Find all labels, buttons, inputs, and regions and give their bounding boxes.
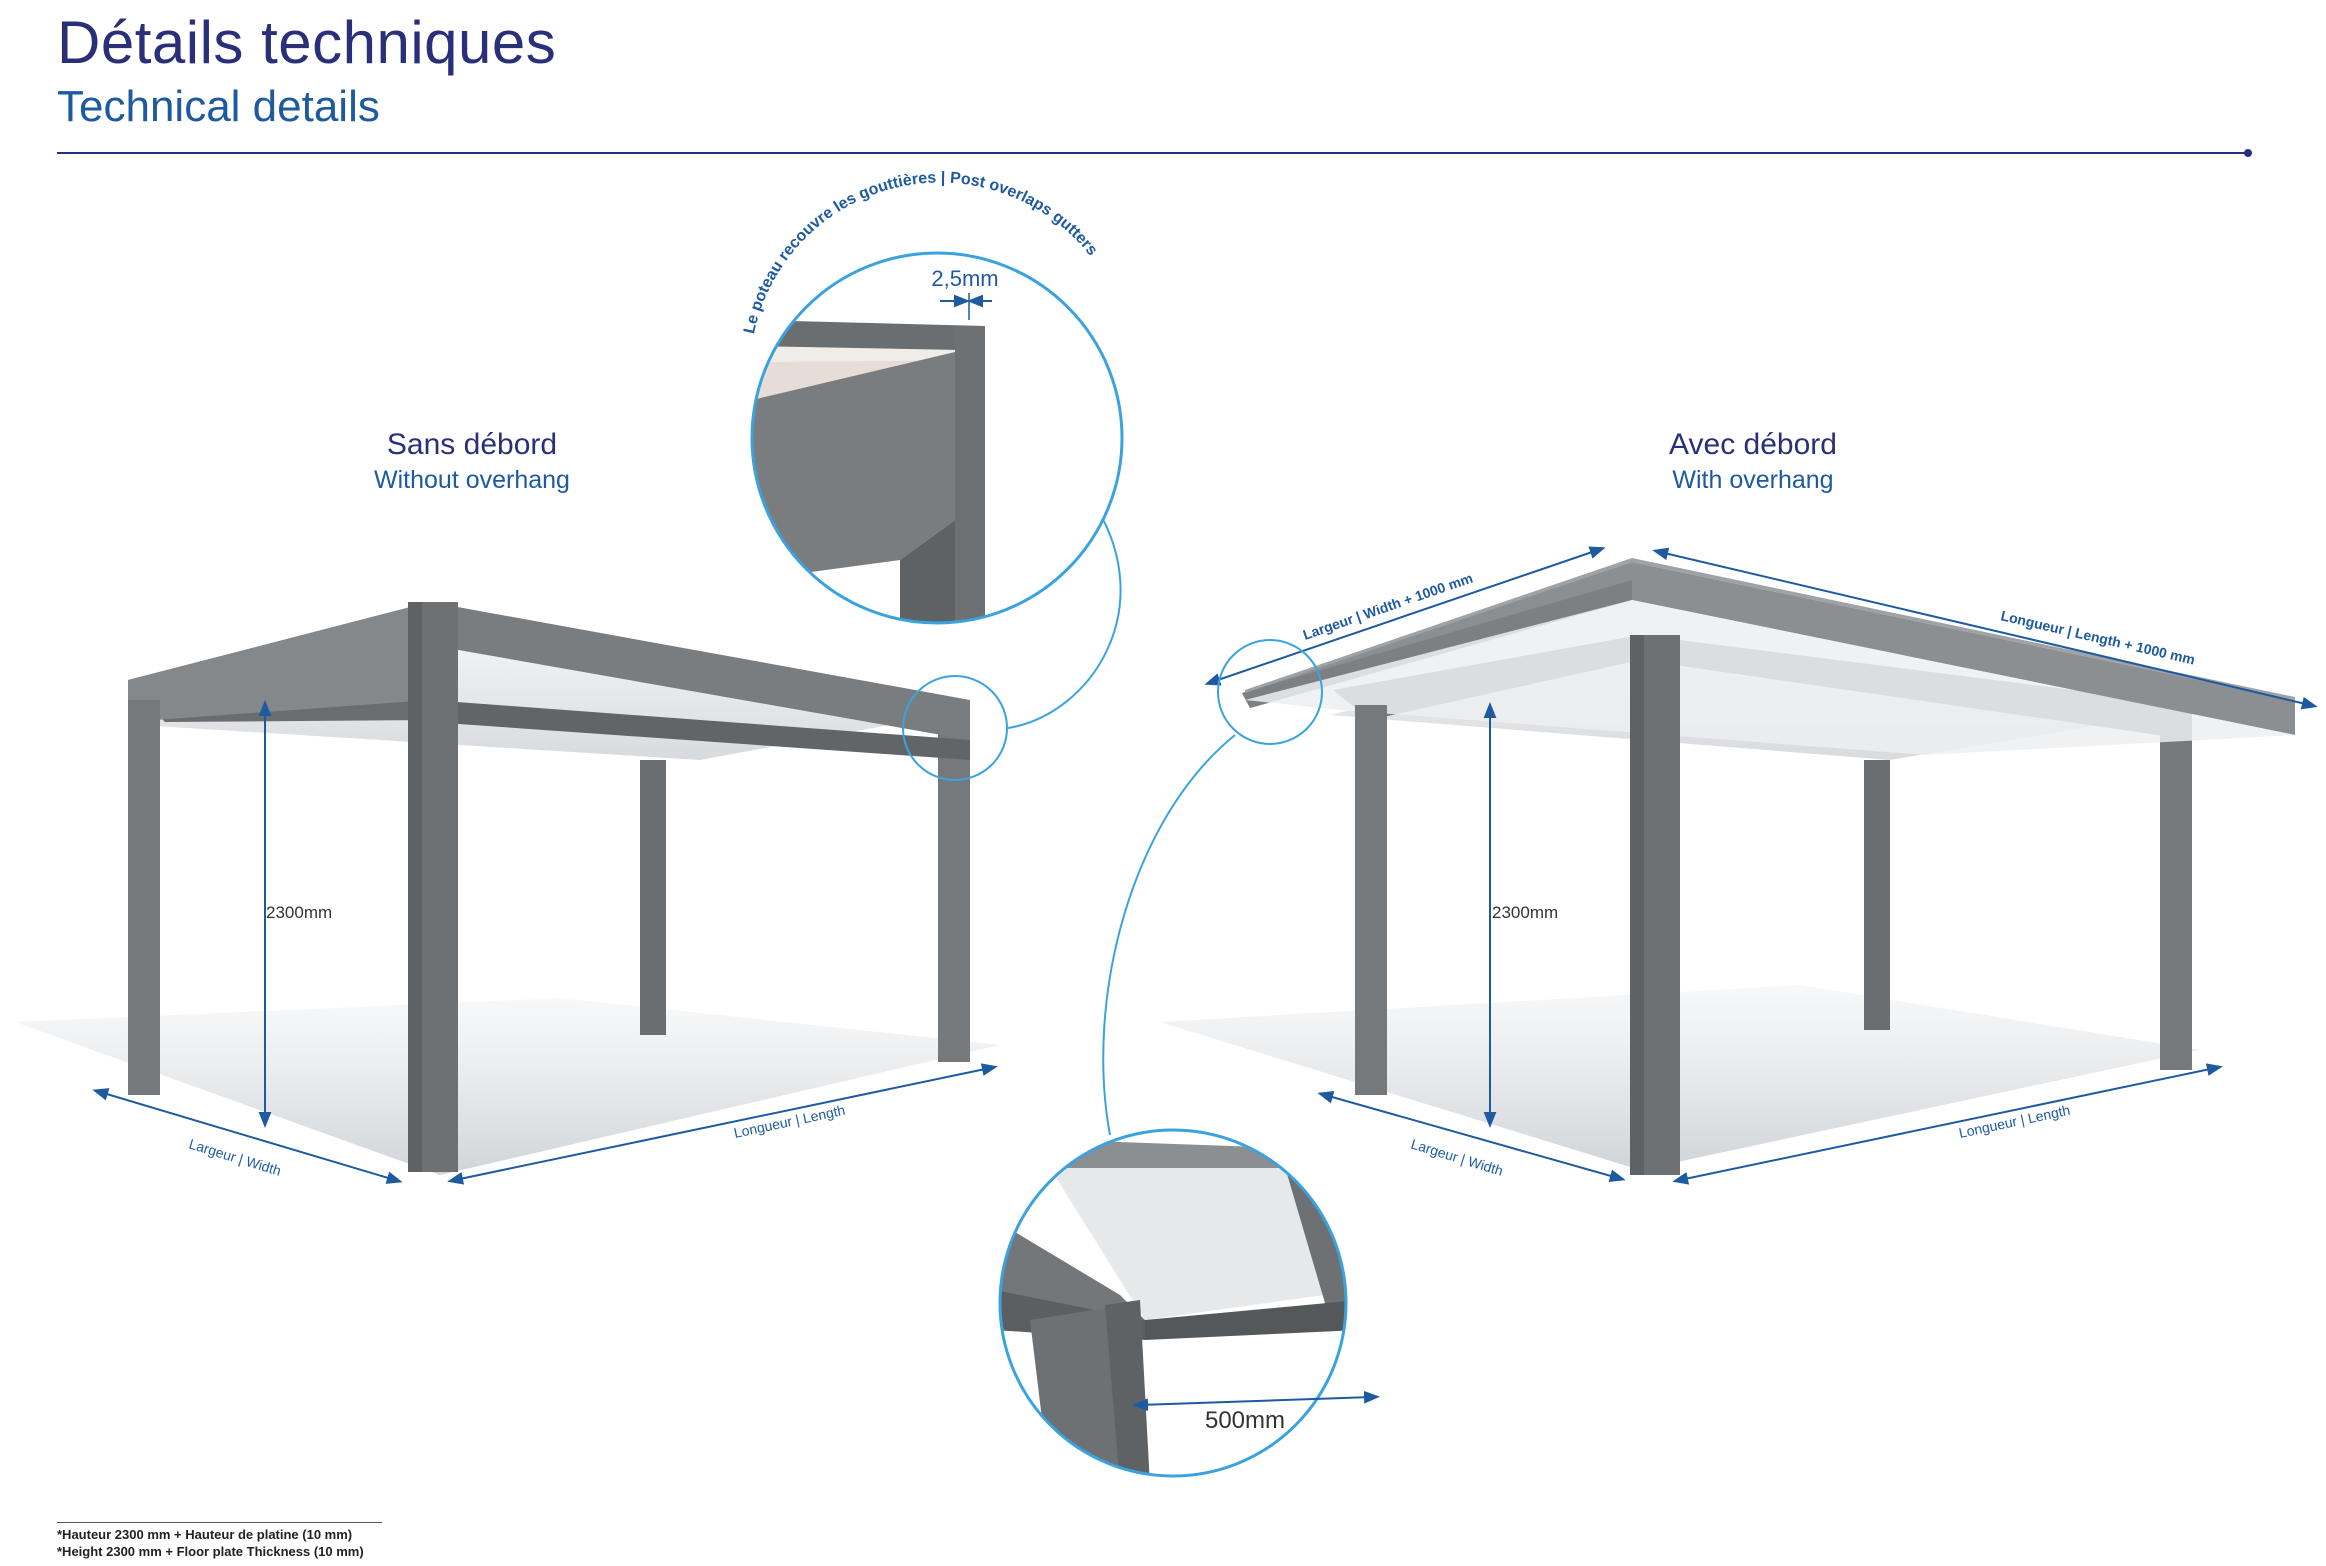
width-dimension-left [92, 1088, 403, 1184]
detail-connector-bottom [1102, 734, 1236, 1136]
detail-marker-circle-left [902, 675, 1008, 781]
caption-with-overhang: Avec débord With overhang [1553, 428, 1953, 495]
detail-circle-bottom [998, 1128, 1348, 1478]
pergola-without-overhang: 2300mm Largeur | Width Longueur | Length [15, 504, 1122, 1185]
caption-with-overhang-en: With overhang [1672, 466, 1834, 494]
post-back-right [640, 760, 666, 1035]
post-back-right-r [1864, 760, 1890, 1030]
footnote-divider [57, 1522, 382, 1523]
roof-beam-front [430, 700, 970, 760]
footnote-fr: *Hauteur 2300 mm + Hauteur de platine (1… [57, 1527, 353, 1542]
length-dimension-left [447, 1063, 998, 1185]
post-front-left-r [1355, 705, 1387, 1095]
detail-post-overlaps-gutters: 2,5mm Le poteau recouvre les gouttières … [741, 169, 1124, 625]
post-front-left [128, 700, 160, 1095]
floor-shadow-left [15, 998, 1000, 1175]
header-divider-dot [2244, 149, 2252, 157]
length-label-right: Longueur | Length [1957, 1102, 2071, 1141]
overhang-dimension [1132, 1390, 1380, 1412]
caption-with-overhang-fr: Avec débord [1669, 428, 1837, 461]
length-dimension-right [1672, 1063, 2223, 1185]
detail-connector-top [1007, 504, 1122, 729]
caption-without-overhang-fr: Sans débord [386, 428, 558, 461]
width-dimension-right [1317, 1091, 1626, 1182]
detail-overhang-500mm: 500mm [998, 1128, 1380, 1478]
top-width-dimension [1204, 546, 1606, 686]
post-front-right [938, 700, 970, 1062]
height-label-left: 2300mm [266, 903, 332, 922]
detail-circle-top [750, 251, 1124, 625]
header-divider [57, 152, 2247, 154]
page-subtitle: Technical details [57, 82, 380, 131]
caption-without-overhang-en: Without overhang [374, 466, 570, 494]
length-label-left: Longueur | Length [732, 1102, 846, 1141]
overlap-dimension-label: 2,5mm [931, 266, 998, 291]
roof-beam-side [128, 602, 430, 722]
post-front-right-r [2160, 705, 2192, 1070]
footnote-en: *Height 2300 mm + Floor plate Thickness … [57, 1544, 364, 1559]
detail-marker-circle-right [1217, 639, 1323, 745]
height-label-right: 2300mm [1492, 903, 1558, 922]
top-length-dimension [1652, 547, 2318, 710]
overhang-dimension-label: 500mm [1205, 1407, 1285, 1434]
page-title: Détails techniques [57, 9, 557, 76]
caption-without-overhang: Sans débord Without overhang [272, 428, 672, 495]
pergola-with-overhang: 2300mm Largeur | Width Longueur | Length… [1102, 546, 2318, 1185]
